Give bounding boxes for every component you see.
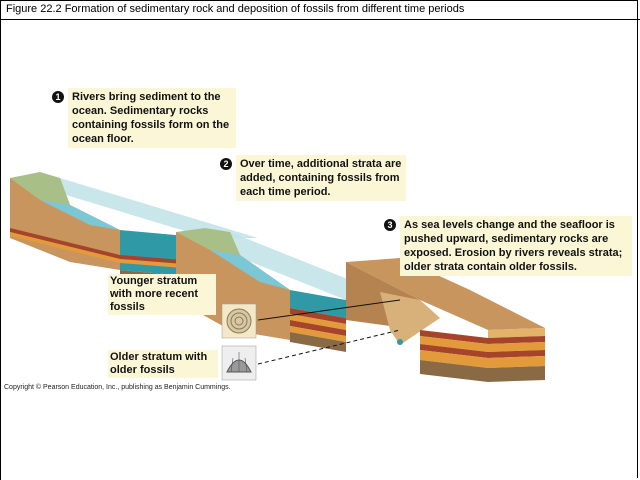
block-3-river-water xyxy=(397,339,403,345)
clam-shell-fossil-icon xyxy=(222,346,256,380)
step-2-callout: 2 Over time, additional strata are added… xyxy=(236,155,406,201)
block-3 xyxy=(346,258,545,382)
step-3-text: As sea levels change and the seafloor is… xyxy=(404,219,622,273)
step-2-number: 2 xyxy=(220,158,232,170)
ammonite-shell-icon xyxy=(222,304,256,338)
step-2-text: Over time, additional strata are added, … xyxy=(240,158,401,198)
step-3-number: 3 xyxy=(384,219,396,231)
older-stratum-label: Older stratum with older fossils xyxy=(108,350,218,378)
step-1-number: 1 xyxy=(52,91,64,103)
step-1-callout: 1 Rivers bring sediment to the ocean. Se… xyxy=(68,88,236,148)
younger-stratum-label: Younger stratum with more recent fossils xyxy=(108,274,216,315)
copyright-notice: Copyright © Pearson Education, Inc., pub… xyxy=(4,384,231,391)
step-1-text: Rivers bring sediment to the ocean. Sedi… xyxy=(72,91,229,145)
step-3-callout: 3 As sea levels change and the seafloor … xyxy=(400,216,632,276)
